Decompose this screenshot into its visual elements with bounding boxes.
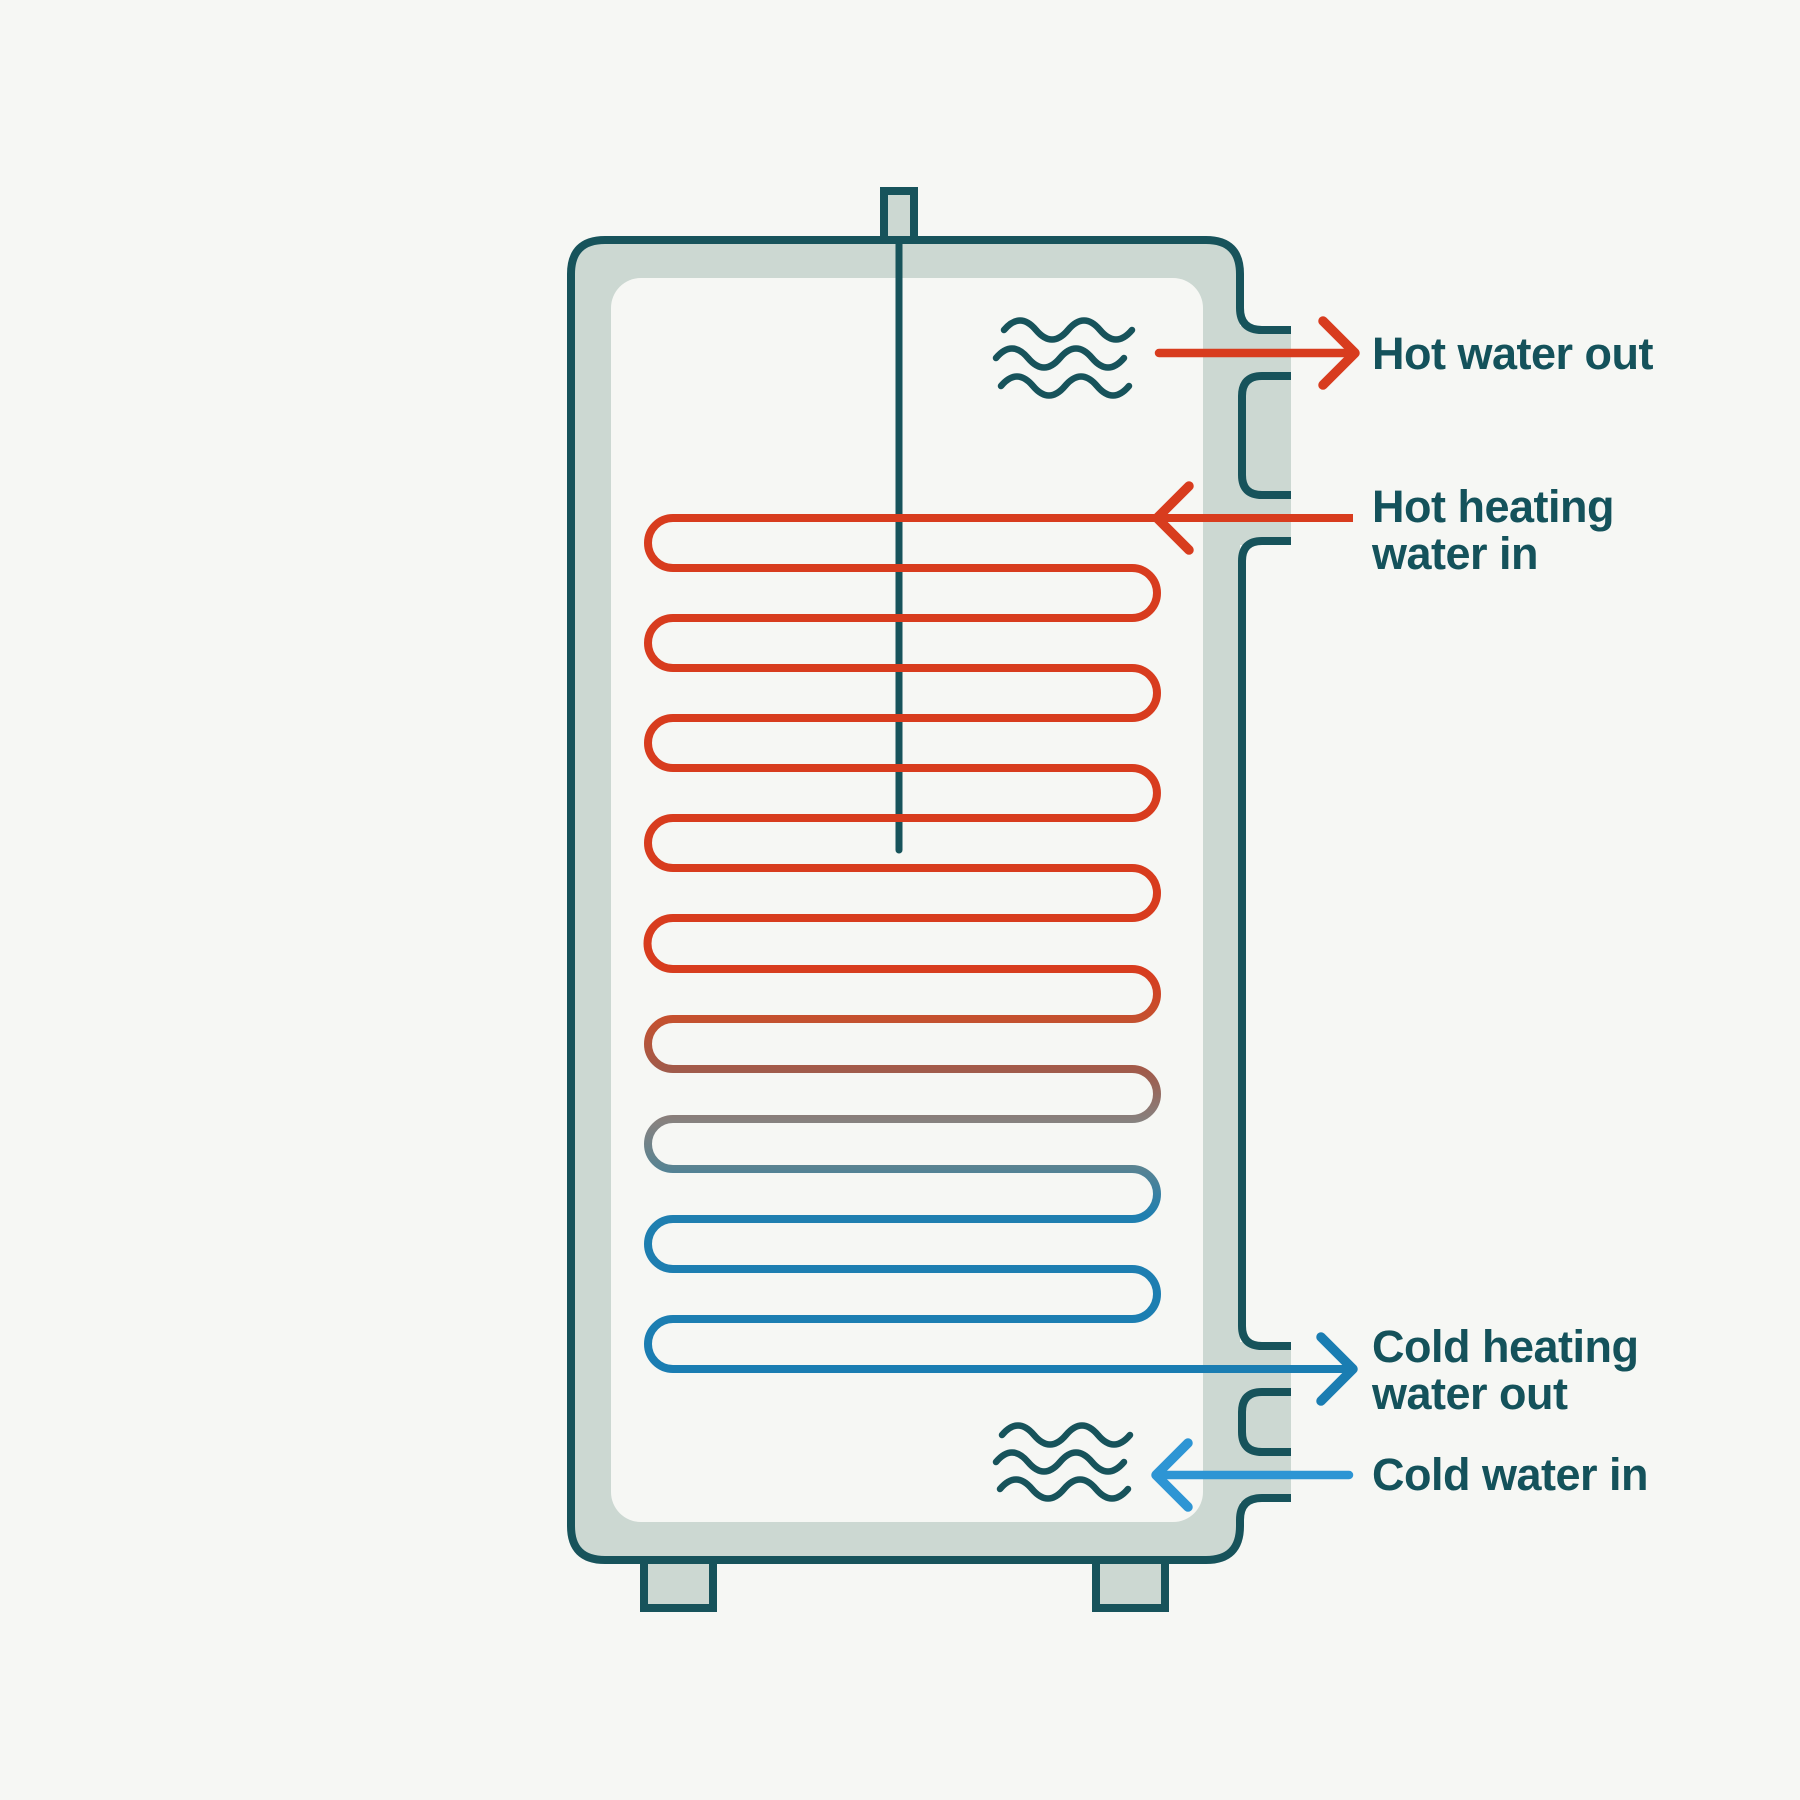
cold-water-in-label: Cold water in <box>1372 1449 1649 1500</box>
tank-outline <box>567 236 1291 1564</box>
hot-heating-water-in-arrow <box>1152 481 1194 555</box>
tank-inner-cavity <box>611 278 1203 1522</box>
port-nozzle-block-top <box>1203 326 1291 545</box>
cold-heating-water-out-label-line2: water out <box>1372 1368 1568 1419</box>
heat-exchanger-coil <box>643 514 1353 1373</box>
hot-water-out-label: Hot water out <box>1372 328 1654 379</box>
hot-heating-water-in-label-line1: Hot heating <box>1372 481 1614 532</box>
cold-water-in-arrow <box>1151 1438 1354 1512</box>
cold-heating-water-out-label: Cold heating water out <box>1372 1321 1639 1419</box>
tank-foot-left <box>640 1554 717 1612</box>
tank-top-cap <box>880 187 918 247</box>
cold-water-waves-icon <box>992 1422 1134 1502</box>
hot-water-waves-icon <box>992 317 1136 399</box>
hot-heating-water-in-label-line2: water in <box>1372 528 1539 579</box>
hot-heating-water-in-label: Hot heating water in <box>1372 483 1614 577</box>
cold-heating-water-out-arrow <box>1316 1332 1358 1406</box>
tank-foot-right <box>1092 1554 1169 1612</box>
cold-heating-water-out-label-line1: Cold heating <box>1372 1321 1639 1372</box>
hot-water-out-arrow <box>1154 316 1360 390</box>
